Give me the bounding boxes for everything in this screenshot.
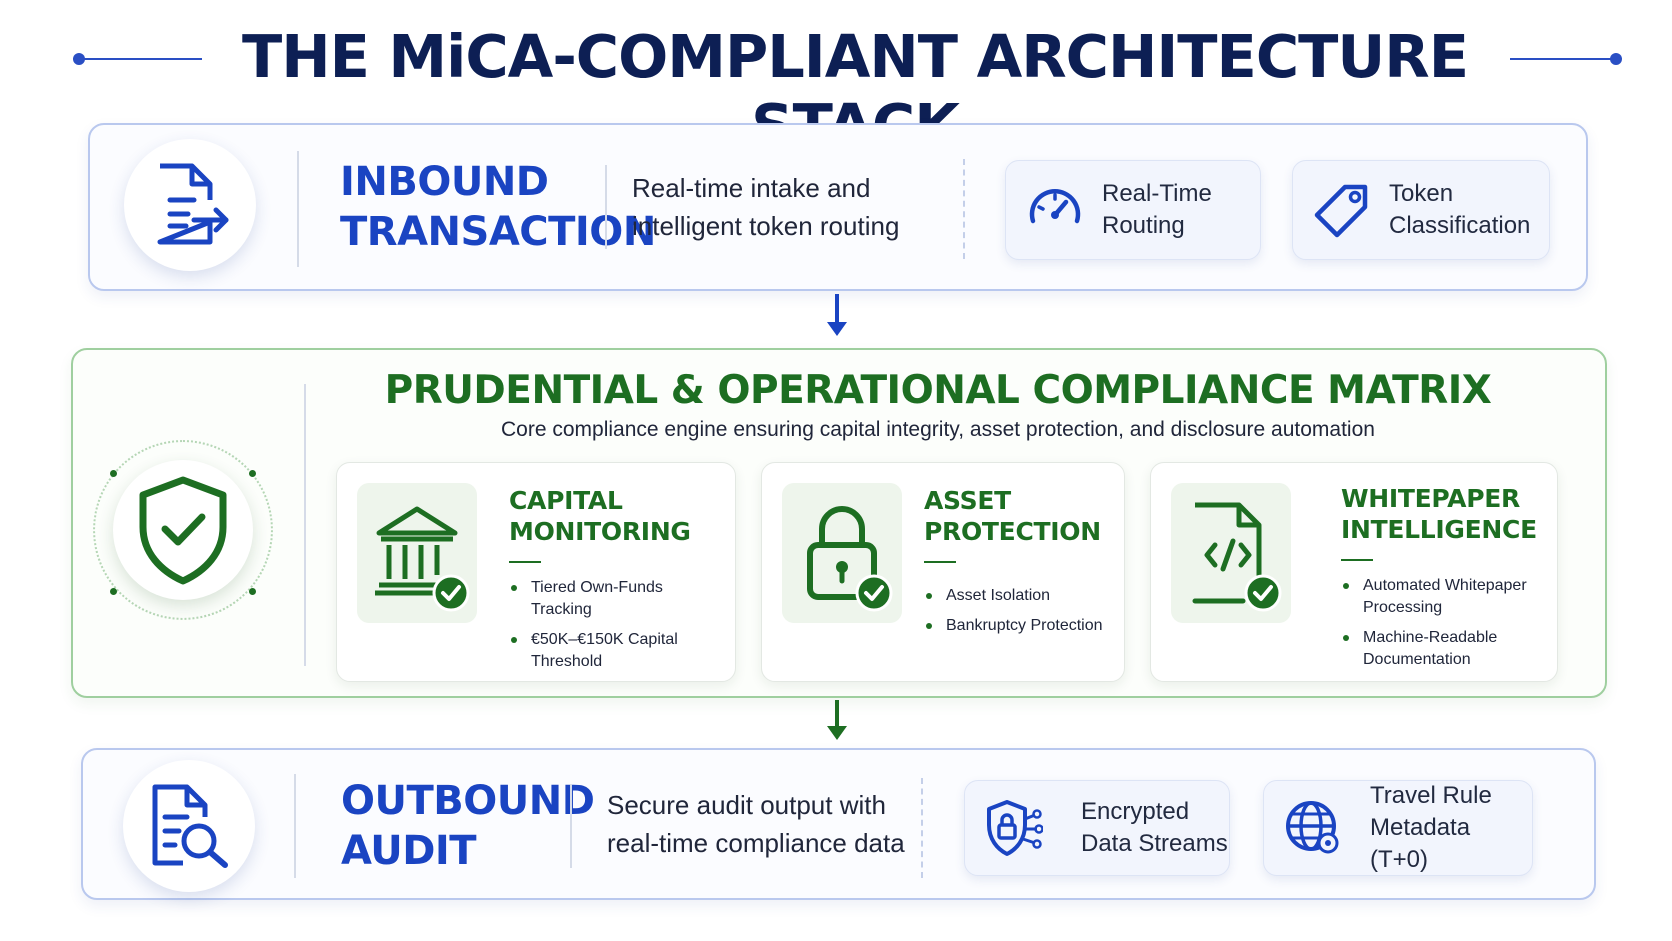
outbound-divider [294, 774, 296, 878]
title-dot-right [1610, 53, 1622, 65]
chip-line2: Routing [1102, 212, 1185, 239]
inbound-divider-2 [605, 165, 607, 249]
speedometer-icon [1029, 189, 1081, 224]
decor-dot [249, 470, 256, 477]
chip-line2: Data Streams [1081, 830, 1228, 857]
card-title-line2: MONITORING [509, 517, 691, 546]
compliance-icon-circle [113, 460, 253, 600]
title-dot-left [73, 53, 85, 65]
list-item: Machine-Readable Documentation [1341, 627, 1546, 671]
decor-dot [110, 588, 117, 595]
inbound-transaction-panel: INBOUND TRANSACTION Real-time intake and… [88, 123, 1588, 291]
card-title-line1: WHITEPAPER [1341, 484, 1520, 513]
inbound-divider [297, 151, 299, 267]
inbound-desc-line1: Real-time intake and [632, 173, 871, 203]
decor-dot [249, 588, 256, 595]
outbound-icon-circle [123, 760, 255, 892]
flow-arrow-down-green [827, 700, 847, 740]
chip-line1: Token [1389, 180, 1454, 207]
chip-line2: Classification [1389, 212, 1531, 239]
chip-real-time-routing-label: Real-Time Routing [1102, 178, 1212, 242]
outbound-divider-2 [570, 784, 572, 868]
card-capital-monitoring: CAPITAL MONITORING Tiered Own-Funds Trac… [336, 462, 736, 682]
inbound-desc-line2: intelligent token routing [632, 211, 900, 241]
outbound-label: OUTBOUND AUDIT [341, 776, 595, 876]
compliance-divider [304, 384, 306, 666]
globe-network-icon [1286, 801, 1339, 854]
outbound-dashed-divider [921, 778, 923, 878]
title-row: THE MiCA-COMPLIANT ARCHITECTURE STACK [0, 18, 1672, 160]
card-title-rule [1341, 559, 1373, 561]
card-bullet-list: Automated Whitepaper Processing Machine-… [1341, 575, 1546, 679]
card-title-line2: PROTECTION [924, 517, 1101, 546]
decor-dot [110, 470, 117, 477]
padlock-check-icon [807, 506, 893, 612]
card-icon-box [782, 483, 902, 623]
code-document-check-icon [1192, 502, 1282, 612]
compliance-subtitle: Core compliance engine ensuring capital … [501, 418, 1375, 441]
compliance-matrix-panel: PRUDENTIAL & OPERATIONAL COMPLIANCE MATR… [71, 348, 1607, 698]
card-title: CAPITAL MONITORING [509, 485, 691, 547]
card-title-line1: CAPITAL [509, 486, 623, 515]
outbound-desc-line1: Secure audit output with [607, 790, 886, 820]
card-whitepaper-intelligence: WHITEPAPER INTELLIGENCE Automated Whitep… [1150, 462, 1558, 682]
inbound-label-line2: TRANSACTION [340, 209, 656, 255]
list-item: Tiered Own-Funds Tracking [509, 577, 719, 621]
title-line-left [80, 58, 202, 60]
list-item: Automated Whitepaper Processing [1341, 575, 1546, 619]
document-arrow-icon [157, 163, 229, 245]
card-title-line2: INTELLIGENCE [1341, 515, 1537, 544]
card-title-line1: ASSET [924, 486, 1011, 515]
card-title: ASSET PROTECTION [924, 485, 1101, 547]
chip-line1: Encrypted [1081, 798, 1190, 825]
document-search-icon [152, 784, 228, 868]
card-title-rule [924, 561, 956, 563]
chip-travel-rule-metadata-label: Travel Rule Metadata (T+0) [1370, 780, 1532, 876]
card-title-rule [509, 561, 541, 563]
card-bullet-list: Asset Isolation Bankruptcy Protection [924, 585, 1114, 645]
list-item: Asset Isolation [924, 585, 1114, 607]
outbound-description: Secure audit output with real-time compl… [607, 786, 905, 862]
chip-line2: Metadata (T+0) [1370, 814, 1471, 873]
inbound-icon-circle [124, 139, 256, 271]
shield-check-icon [139, 476, 227, 585]
inbound-label: INBOUND TRANSACTION [340, 157, 656, 257]
card-title: WHITEPAPER INTELLIGENCE [1341, 483, 1537, 545]
chip-line1: Travel Rule [1370, 782, 1492, 809]
list-item: Bankruptcy Protection [924, 615, 1114, 637]
shield-lock-network-icon [987, 800, 1043, 856]
card-icon-box [357, 483, 477, 623]
bank-check-icon [375, 506, 470, 612]
chip-token-classification: Token Classification [1292, 160, 1550, 260]
card-icon-box [1171, 483, 1291, 623]
inbound-label-line1: INBOUND [340, 159, 549, 205]
list-item: €50K–€150K Capital Threshold [509, 629, 719, 673]
chip-travel-rule-metadata: Travel Rule Metadata (T+0) [1263, 780, 1533, 876]
outbound-label-line2: AUDIT [341, 828, 477, 874]
card-asset-protection: ASSET PROTECTION Asset Isolation Bankrup… [761, 462, 1125, 682]
chip-token-classification-label: Token Classification [1389, 178, 1530, 242]
chip-line1: Real-Time [1102, 180, 1212, 207]
chip-real-time-routing: Real-Time Routing [1005, 160, 1261, 260]
outbound-label-line1: OUTBOUND [341, 778, 595, 824]
chip-encrypted-data-streams-label: Encrypted Data Streams [1081, 796, 1228, 860]
compliance-title: PRUDENTIAL & OPERATIONAL COMPLIANCE MATR… [384, 368, 1492, 413]
tag-icon [1314, 184, 1368, 238]
inbound-description: Real-time intake and intelligent token r… [632, 169, 899, 245]
card-bullet-list: Tiered Own-Funds Tracking €50K–€150K Cap… [509, 577, 719, 681]
outbound-desc-line2: real-time compliance data [607, 828, 905, 858]
outbound-audit-panel: OUTBOUND AUDIT Secure audit output with … [81, 748, 1596, 900]
flow-arrow-down-blue [827, 294, 847, 336]
chip-encrypted-data-streams: Encrypted Data Streams [964, 780, 1230, 876]
inbound-dashed-divider [963, 159, 965, 259]
title-line-right [1510, 58, 1618, 60]
shield-dotted-ring [93, 440, 273, 620]
